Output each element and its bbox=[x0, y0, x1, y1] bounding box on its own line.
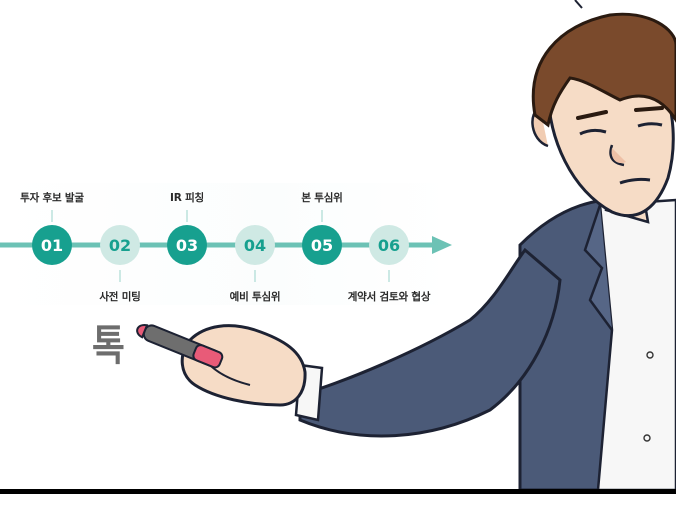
step-number: 06 bbox=[378, 236, 400, 255]
step-label: 사전 미팅 bbox=[99, 291, 141, 303]
shirt bbox=[596, 198, 676, 492]
step-circle bbox=[235, 225, 275, 265]
nose-shade bbox=[611, 148, 626, 164]
marker-icon bbox=[136, 323, 224, 369]
eyebrow bbox=[634, 106, 664, 112]
step-number: 01 bbox=[41, 236, 63, 255]
step-number: 03 bbox=[176, 236, 198, 255]
eye bbox=[579, 128, 607, 136]
step-circle bbox=[369, 225, 409, 265]
step-label: 투자 후보 발굴 bbox=[20, 192, 84, 204]
panel-mark bbox=[574, 0, 583, 9]
hand bbox=[180, 324, 307, 407]
step-label: IR 피칭 bbox=[170, 192, 204, 204]
step-circle bbox=[167, 225, 207, 265]
step-number: 02 bbox=[109, 236, 131, 255]
step-number: 04 bbox=[244, 236, 266, 255]
step-label: 본 투심위 bbox=[301, 192, 343, 204]
step-label: 계약서 검토와 협상 bbox=[347, 291, 431, 303]
step-circle bbox=[302, 225, 342, 265]
timeline-steps: 01 02 03 04 05 06 bbox=[32, 210, 409, 282]
hair bbox=[531, 12, 676, 128]
lapel bbox=[583, 204, 614, 331]
step-number: 05 bbox=[311, 236, 333, 255]
eyebrow bbox=[576, 110, 608, 120]
timeline-arrow-icon bbox=[432, 236, 452, 254]
button-icon bbox=[646, 351, 654, 359]
eye bbox=[637, 122, 663, 128]
step-circle bbox=[100, 225, 140, 265]
panel-border bbox=[0, 489, 676, 494]
nose bbox=[609, 144, 625, 167]
step-circle bbox=[32, 225, 72, 265]
sleeve bbox=[298, 247, 562, 438]
sound-effect: 톡 bbox=[92, 321, 125, 370]
mouth bbox=[619, 177, 651, 185]
step-label: 예비 투심위 bbox=[229, 291, 281, 303]
button-icon bbox=[643, 434, 651, 442]
